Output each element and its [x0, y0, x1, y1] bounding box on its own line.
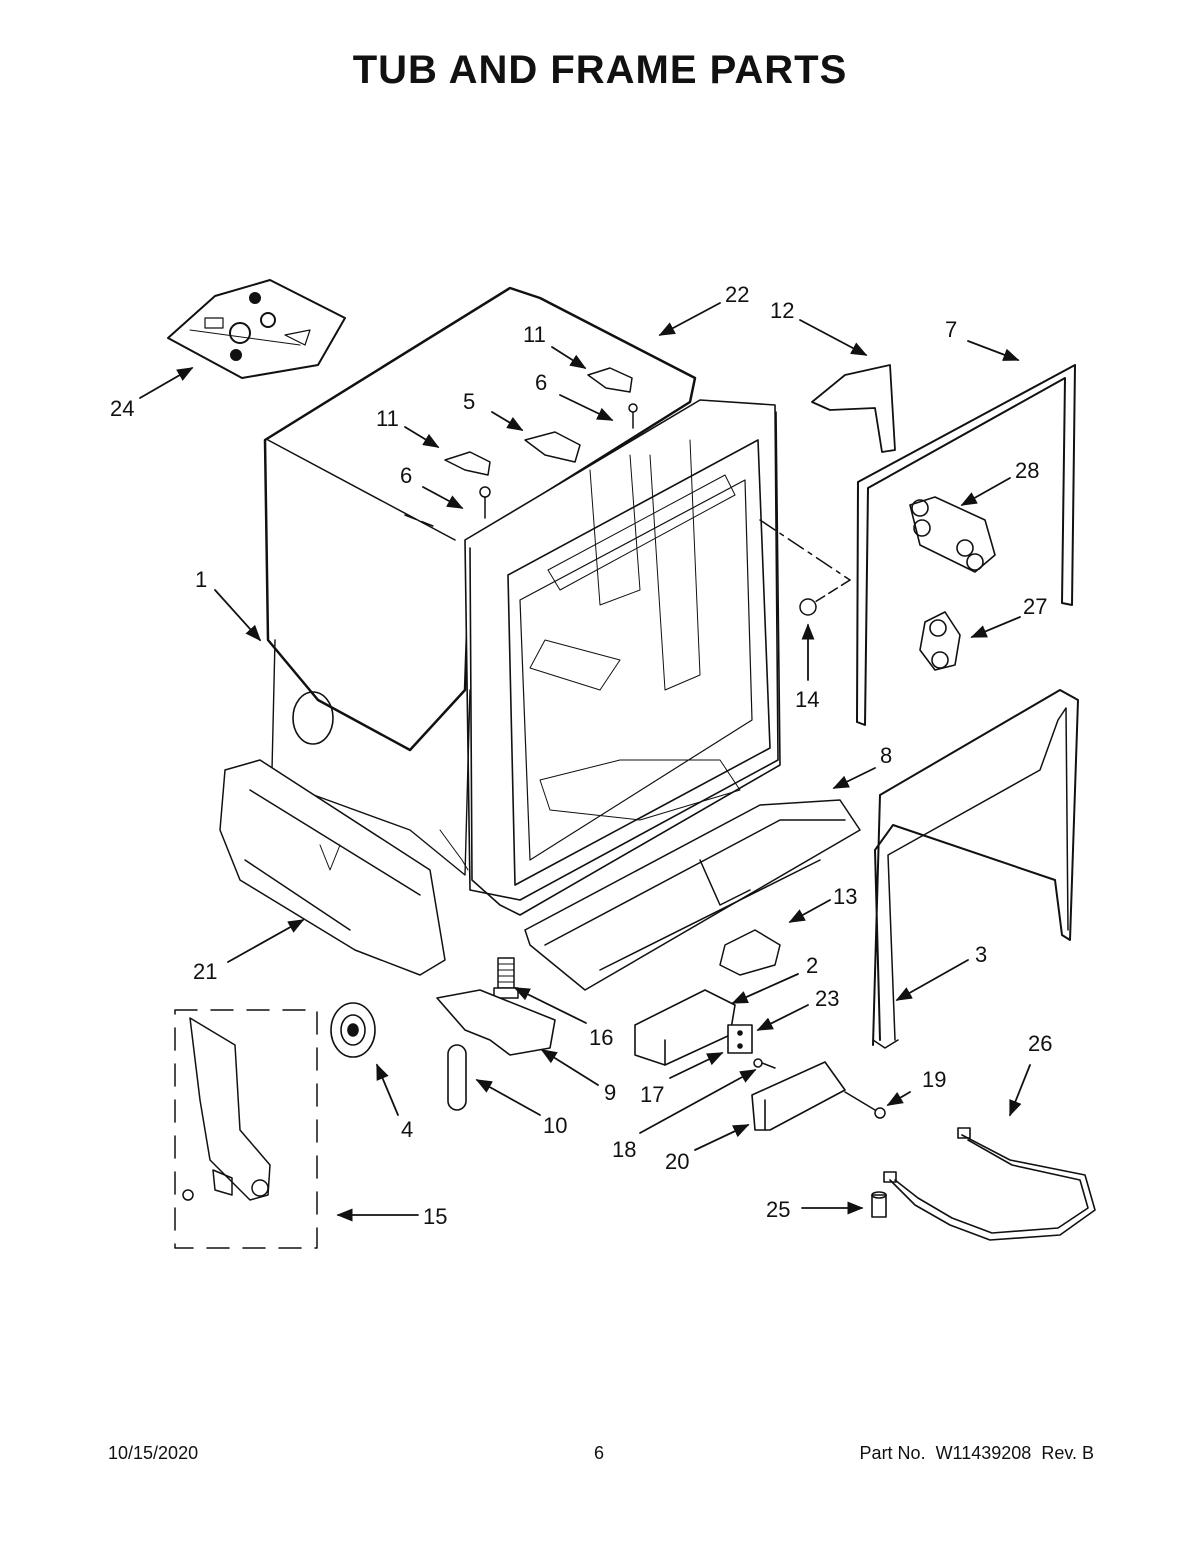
- dishrack-clip-assembly: [909, 496, 996, 573]
- vent-cover: [811, 364, 896, 453]
- callout-22: 22: [725, 282, 749, 307]
- callout-3: 3: [975, 942, 987, 967]
- plug: [759, 519, 851, 616]
- callout-16: 16: [589, 1025, 613, 1050]
- mounting-screw: [844, 1091, 886, 1119]
- small-screw: [753, 1058, 776, 1069]
- callout-17: 17: [640, 1082, 664, 1107]
- callout-26: 26: [1028, 1031, 1052, 1056]
- callout-6a: 6: [535, 370, 547, 395]
- callout-24: 24: [110, 396, 134, 421]
- callout-19: 19: [922, 1067, 946, 1092]
- fill-valve-group: [174, 1009, 318, 1249]
- screw: [479, 403, 638, 519]
- callout-27: 27: [1023, 594, 1047, 619]
- fan-impeller: [330, 1002, 376, 1058]
- callout-20: 20: [665, 1149, 689, 1174]
- callout-12: 12: [770, 298, 794, 323]
- callout-labels: 1 2 3 4 5 6 6 7 8 9 10 11 11 12 13 14 15…: [110, 282, 1052, 1229]
- callout-8: 8: [880, 743, 892, 768]
- footer-part-number: Part No. W11439208 Rev. B: [859, 1443, 1094, 1463]
- callout-14: 14: [795, 687, 819, 712]
- tub-bracket: [524, 431, 581, 463]
- front-shroud: [436, 989, 556, 1056]
- callout-1: 1: [195, 567, 207, 592]
- dishwasher-tub: [271, 399, 781, 916]
- callout-4: 4: [401, 1117, 413, 1142]
- footer-page-number: 6: [594, 1443, 605, 1463]
- dashed-leader: [404, 514, 439, 529]
- callout-10: 10: [543, 1113, 567, 1138]
- callout-18: 18: [612, 1137, 636, 1162]
- callout-11a: 11: [523, 322, 546, 347]
- callout-11b: 11: [376, 406, 399, 431]
- base-left: [219, 759, 446, 976]
- callout-5: 5: [463, 389, 475, 414]
- door-gasket: [872, 689, 1079, 1049]
- terminal-block: [727, 1024, 753, 1054]
- wire-harness: [883, 1127, 1096, 1241]
- callout-2: 2: [806, 953, 818, 978]
- leveling-leg: [493, 957, 519, 999]
- page-title: TUB AND FRAME PARTS: [352, 48, 848, 92]
- callout-13: 13: [833, 884, 857, 909]
- callout-7: 7: [945, 317, 957, 342]
- base-frame: [524, 799, 861, 991]
- callout-21: 21: [193, 959, 217, 984]
- callout-25: 25: [766, 1197, 790, 1222]
- callout-15: 15: [423, 1204, 447, 1229]
- rack-stop: [919, 611, 961, 671]
- junction-cover: [751, 1061, 846, 1131]
- float-switch: [719, 929, 781, 976]
- leader-lines: [139, 302, 1031, 1222]
- callout-23: 23: [815, 986, 839, 1011]
- callout-28: 28: [1015, 458, 1039, 483]
- callout-6b: 6: [400, 463, 412, 488]
- drain-tube: [447, 1044, 467, 1111]
- hinge-bracket: [444, 367, 633, 476]
- footer-date: 10/15/2020: [108, 1443, 199, 1463]
- grommet: [871, 1191, 887, 1218]
- side-gasket: [856, 364, 1076, 726]
- callout-9: 9: [604, 1080, 616, 1105]
- parts-bag: [167, 279, 346, 379]
